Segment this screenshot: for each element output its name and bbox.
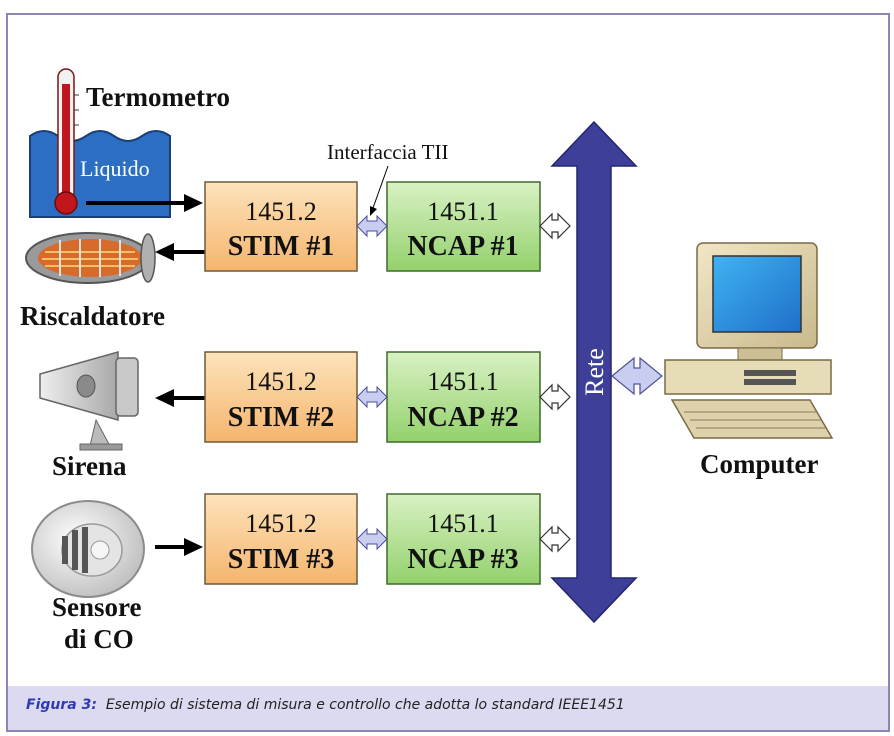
stim-2-name: STIM #2 <box>228 402 335 433</box>
stim-2-code: 1451.2 <box>245 367 317 396</box>
ncap-box-3 <box>386 493 541 585</box>
tii-arrow-3 <box>356 527 388 551</box>
stim-1-name: STIM #1 <box>228 231 335 262</box>
stim2-to-siren-arrow <box>155 389 205 407</box>
siren-icon <box>39 351 139 451</box>
ncap2-network-arrow <box>539 383 571 411</box>
ncap-1-code: 1451.1 <box>427 197 499 226</box>
ncap-2-code: 1451.1 <box>427 367 499 396</box>
thermometer-icon <box>54 68 79 215</box>
heater-icon <box>25 232 156 284</box>
stim-1-code: 1451.2 <box>245 197 317 226</box>
stim-box-1 <box>204 181 358 272</box>
co-sensor-label-line1: Sensore <box>52 592 142 622</box>
co-sensor-label-line2: di CO <box>64 624 134 654</box>
computer-icon <box>664 242 834 439</box>
ncap-3-code: 1451.1 <box>427 509 499 538</box>
tii-arrow-2 <box>356 385 388 409</box>
ncap1-network-arrow <box>539 212 571 240</box>
network-label: Rete <box>580 348 609 396</box>
siren-label: Sirena <box>52 451 127 481</box>
network-computer-arrow <box>611 356 663 396</box>
ncap-1-name: NCAP #1 <box>407 231 518 262</box>
thermometer-to-stim1-arrow <box>86 194 203 212</box>
thermometer-label: Termometro <box>86 82 230 112</box>
stim-box-2 <box>204 351 358 443</box>
figure-caption: Figura 3: Esempio di sistema di misura e… <box>26 697 625 713</box>
liquid-label: Liquido <box>80 156 150 181</box>
interface-tii-label: Interfaccia TII <box>327 140 448 164</box>
caption-bar: Figura 3: Esempio di sistema di misura e… <box>6 686 890 732</box>
caption-label: Figura 3: <box>26 697 97 713</box>
stim-3-name: STIM #3 <box>228 544 335 575</box>
network-bus <box>550 120 638 624</box>
stim-3-code: 1451.2 <box>245 509 317 538</box>
ncap-box-1 <box>386 181 541 272</box>
stim-box-3 <box>204 493 358 585</box>
heater-label: Riscaldatore <box>20 301 165 331</box>
ncap-box-2 <box>386 351 541 443</box>
co-sensor-to-stim3-arrow <box>155 538 203 556</box>
interface-tii-pointer <box>370 165 389 216</box>
tii-arrow-1 <box>356 214 388 238</box>
caption-text: Esempio di sistema di misura e controllo… <box>105 697 625 713</box>
computer-label: Computer <box>700 449 818 479</box>
co-sensor-icon <box>31 500 145 598</box>
ncap-3-name: NCAP #3 <box>407 544 518 575</box>
ncap-2-name: NCAP #2 <box>407 402 518 433</box>
stim1-to-heater-arrow <box>155 243 205 261</box>
ncap3-network-arrow <box>539 525 571 553</box>
